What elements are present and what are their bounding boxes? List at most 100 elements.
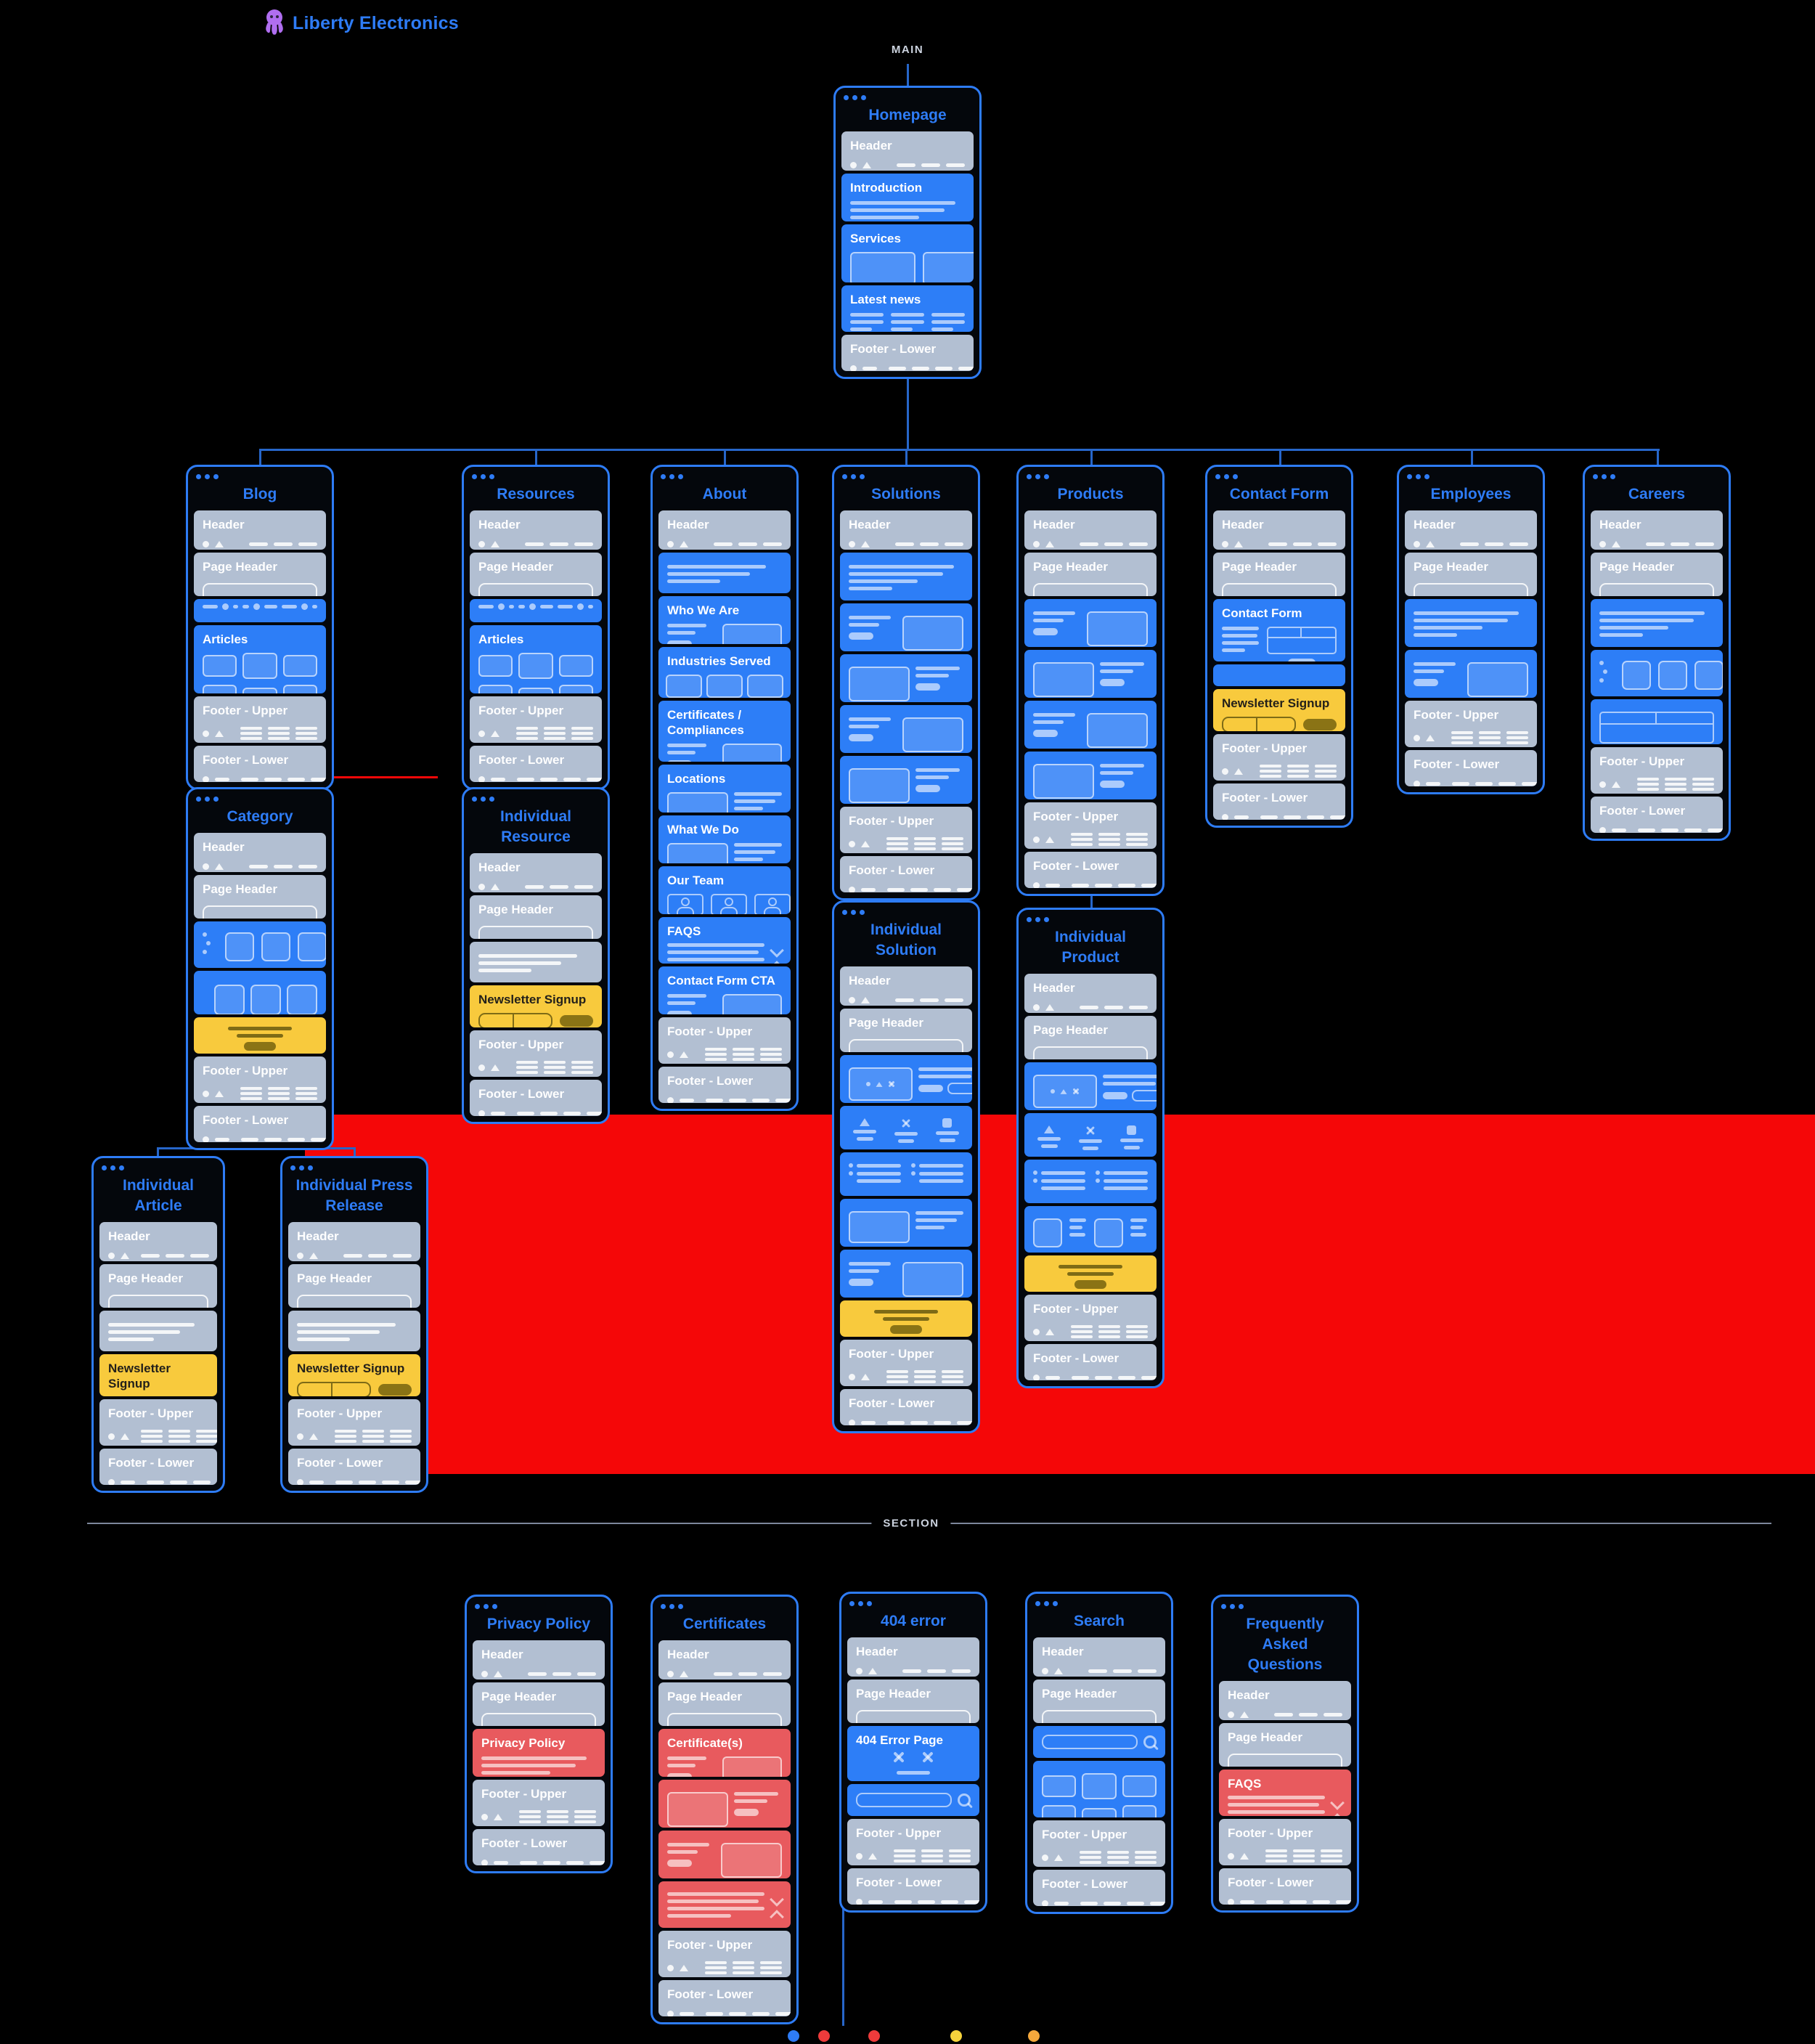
section-boxlines2[interactable] xyxy=(1024,650,1157,698)
section-searchbar[interactable] xyxy=(847,1784,979,1816)
section-footer-upper[interactable]: Footer - Upper xyxy=(847,1819,979,1865)
section-yellowcta[interactable] xyxy=(840,1300,972,1337)
section-footer-lower[interactable]: Footer - Lower xyxy=(194,746,326,782)
section-linesbox[interactable] xyxy=(840,603,972,651)
section-footer-upper[interactable]: Footer - Upper xyxy=(840,807,972,853)
section-contact-form[interactable]: Contact Form xyxy=(1213,599,1345,661)
app-logo[interactable]: Liberty Electronics xyxy=(263,9,459,38)
section-header[interactable]: Header xyxy=(1024,510,1157,550)
section-page-header[interactable]: Page Header xyxy=(99,1264,217,1308)
section-yellowcta[interactable] xyxy=(1024,1255,1157,1292)
section-page-header[interactable]: Page Header xyxy=(288,1264,420,1308)
section-sqlines2[interactable] xyxy=(1024,1206,1157,1253)
section-footer-upper[interactable]: Footer - Upper xyxy=(1213,734,1345,781)
section-footer-upper[interactable]: Footer - Upper xyxy=(658,1017,791,1064)
section-footer-upper[interactable]: Footer - Upper xyxy=(1591,747,1723,794)
section-mediabox[interactable] xyxy=(1024,1062,1157,1110)
page-title[interactable]: Certificates xyxy=(682,1616,767,1632)
page-title[interactable]: Solutions xyxy=(871,486,941,502)
page-title[interactable]: Privacy Policy xyxy=(486,1616,591,1632)
section-header[interactable]: Header xyxy=(194,833,326,872)
section-header[interactable]: Header xyxy=(1213,510,1345,550)
section-page-header[interactable]: Page Header xyxy=(194,553,326,596)
page-title[interactable]: Resources xyxy=(497,486,575,502)
section-text3[interactable] xyxy=(470,942,602,982)
section-header[interactable]: Header xyxy=(840,510,972,550)
section-footer-upper[interactable]: Footer - Upper xyxy=(194,1056,326,1103)
page-title[interactable]: Contact Form xyxy=(1229,486,1329,502)
section-who-we-are[interactable]: Who We Are xyxy=(658,596,791,644)
section-footer-lower[interactable]: Footer - Lower xyxy=(840,1389,972,1425)
section-carousel[interactable] xyxy=(194,599,326,622)
page-title[interactable]: Individual Resource xyxy=(499,808,571,845)
section-mediabox[interactable] xyxy=(840,1055,972,1103)
legend-dot[interactable] xyxy=(950,2030,962,2042)
section-linesbox[interactable] xyxy=(840,705,972,753)
section-footer-lower[interactable]: Footer - Lower xyxy=(658,1067,791,1103)
section-page-header[interactable]: Page Header xyxy=(1219,1723,1351,1767)
section-newsletter-signup[interactable]: Newsletter Signup xyxy=(288,1354,420,1396)
section-yellowcta[interactable] xyxy=(194,1017,326,1054)
section-header[interactable]: Header xyxy=(1591,510,1723,550)
page-title[interactable]: Homepage xyxy=(868,107,947,123)
section-footer-upper[interactable]: Footer - Upper xyxy=(470,1030,602,1077)
section-bullets2[interactable] xyxy=(840,1152,972,1196)
section-footer-lower[interactable]: Footer - Lower xyxy=(658,1980,791,2016)
section-footer-lower[interactable]: Footer - Lower xyxy=(194,1106,326,1142)
section-page-header[interactable]: Page Header xyxy=(1405,553,1537,596)
section-footer-lower[interactable]: Footer - Lower xyxy=(1024,1344,1157,1380)
section-page-header[interactable]: Page Header xyxy=(1591,553,1723,596)
section-page-header[interactable]: Page Header xyxy=(1024,553,1157,596)
section-text4[interactable] xyxy=(1405,599,1537,647)
section-page-header[interactable]: Page Header xyxy=(1213,553,1345,596)
section-404-error-page[interactable]: 404 Error Page xyxy=(847,1726,979,1781)
section-what-we-do[interactable]: What We Do xyxy=(658,815,791,863)
section-boxlines2[interactable] xyxy=(840,756,972,804)
section-faqs[interactable]: FAQS xyxy=(658,917,791,964)
section-text4[interactable] xyxy=(1591,599,1723,647)
legend-dot[interactable] xyxy=(1028,2030,1040,2042)
section-icons3[interactable] xyxy=(1024,1113,1157,1157)
section-boxlines2[interactable] xyxy=(658,1780,791,1828)
section-header[interactable]: Header xyxy=(847,1637,979,1677)
section-newsletter-signup[interactable]: Newsletter Signup xyxy=(1213,689,1345,731)
section-footer-lower[interactable]: Footer - Lower xyxy=(99,1449,217,1485)
page-title[interactable]: Careers xyxy=(1628,486,1686,502)
legend-dot[interactable] xyxy=(818,2030,830,2042)
section-header[interactable]: Header xyxy=(840,966,972,1006)
page-title[interactable]: Individual Solution xyxy=(870,921,942,958)
section-header[interactable]: Header xyxy=(1405,510,1537,550)
section-latest-news[interactable]: Latest news xyxy=(841,285,974,332)
section-searchgrid[interactable] xyxy=(1033,1761,1165,1817)
section-locations[interactable]: Locations xyxy=(658,765,791,813)
section-footer-upper[interactable]: Footer - Upper xyxy=(840,1340,972,1386)
page-title[interactable]: About xyxy=(702,486,747,502)
section-header[interactable]: Header xyxy=(658,1640,791,1679)
section-newsletter-signup[interactable]: Newsletter Signup xyxy=(470,985,602,1027)
section-page-header[interactable]: Page Header xyxy=(470,895,602,939)
section-page-header[interactable]: Page Header xyxy=(847,1679,979,1723)
section-articles[interactable]: Articles xyxy=(470,625,602,693)
section-page-header[interactable]: Page Header xyxy=(840,1009,972,1052)
section-text3[interactable] xyxy=(99,1311,217,1351)
section-footer-upper[interactable]: Footer - Upper xyxy=(658,1931,791,1977)
page-title[interactable]: Search xyxy=(1073,1613,1125,1629)
section-footer-lower[interactable]: Footer - Lower xyxy=(1024,852,1157,888)
section-bulletssquares[interactable] xyxy=(1591,650,1723,696)
section-footer-upper[interactable]: Footer - Upper xyxy=(99,1399,217,1446)
section-services[interactable]: Services xyxy=(841,224,974,282)
section-articles[interactable]: Articles xyxy=(194,625,326,693)
section-footer-lower[interactable]: Footer - Lower xyxy=(470,746,602,782)
section-footer-upper[interactable]: Footer - Upper xyxy=(1024,802,1157,849)
section-carousel[interactable] xyxy=(470,599,602,622)
section-text3[interactable] xyxy=(658,553,791,593)
